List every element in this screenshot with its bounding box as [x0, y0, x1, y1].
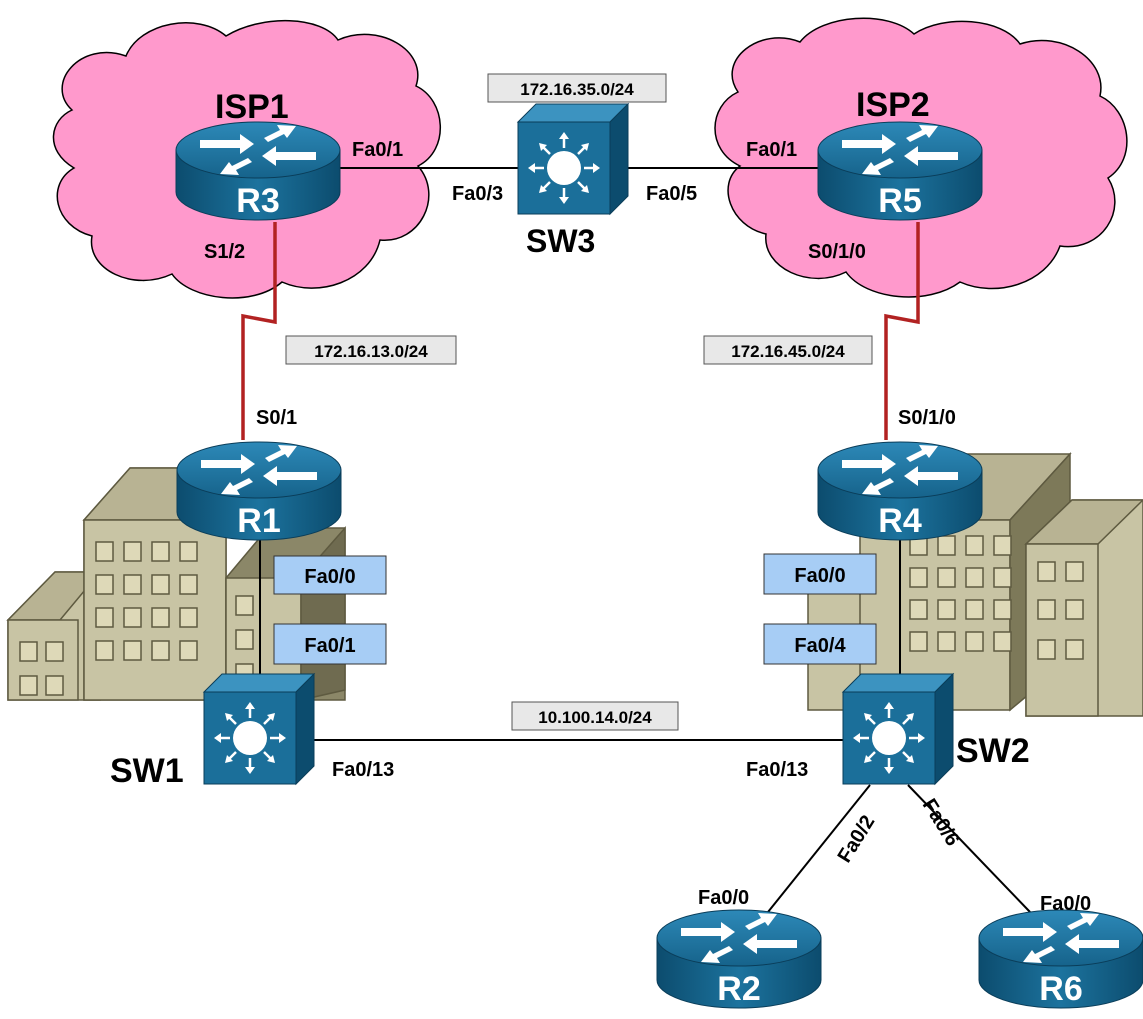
link-r5-r4 [884, 222, 920, 440]
link-sw2-r6 [907, 784, 1031, 913]
switch-sw3-label: SW3 [526, 223, 595, 259]
iface-label-r1-fa00: Fa0/0 [304, 566, 355, 588]
iface-label-r5-s010: S0/1/0 [808, 241, 866, 263]
router-r5[interactable]: R5 [818, 122, 982, 220]
subnet-box-14: 10.100.14.0/24 [511, 701, 679, 731]
isp1-label: ISP1 [215, 88, 289, 126]
isp2-label: ISP2 [856, 86, 930, 124]
subnet-label-13: 172.16.13.0/24 [314, 342, 428, 361]
iface-box-r1-fa00: Fa0/0 [273, 555, 387, 595]
switch-sw1-label: SW1 [110, 752, 184, 790]
router-r6-label: R6 [1039, 970, 1082, 1008]
building-left [6, 467, 346, 701]
iface-label-sw2-fa04: Fa0/4 [794, 635, 846, 657]
switch-sw2-label: SW2 [956, 732, 1030, 770]
iface-label-r3-fa01: Fa0/1 [352, 139, 403, 161]
router-r3[interactable]: R3 [176, 122, 340, 220]
iface-label-sw1-fa01: Fa0/1 [304, 635, 355, 657]
iface-label-sw2-fa02: Fa0/2 [834, 812, 880, 867]
iface-label-r4-s010: S0/1/0 [898, 407, 956, 429]
iface-label-r3-s12: S1/2 [204, 241, 245, 263]
iface-label-sw2-fa013: Fa0/13 [746, 759, 808, 781]
subnet-box-35: 172.16.35.0/24 [487, 73, 667, 103]
router-r4-label: R4 [878, 502, 922, 540]
iface-label-sw3-fa03: Fa0/3 [452, 183, 503, 205]
link-r3-r1 [241, 222, 277, 440]
router-r1-label: R1 [237, 502, 280, 540]
router-r6[interactable]: R6 [979, 910, 1143, 1008]
iface-label-r4-fa00: Fa0/0 [794, 565, 845, 587]
subnet-label-45: 172.16.45.0/24 [731, 342, 845, 361]
ethernet-links [259, 167, 1031, 913]
iface-label-r2-fa00: Fa0/0 [698, 887, 749, 909]
iface-box-sw2-fa04: Fa0/4 [763, 623, 877, 665]
iface-box-r4-fa00: Fa0/0 [763, 553, 877, 595]
router-r2-label: R2 [717, 970, 760, 1008]
iface-label-r5-fa01: Fa0/1 [746, 139, 797, 161]
router-r5-label: R5 [878, 182, 921, 220]
router-r3-label: R3 [236, 182, 279, 220]
link-sw2-r2 [767, 784, 871, 913]
subnet-label-14: 10.100.14.0/24 [538, 708, 652, 727]
iface-label-sw1-fa013: Fa0/13 [332, 759, 394, 781]
router-r2[interactable]: R2 [657, 910, 821, 1008]
switch-sw1[interactable]: SW1 [110, 672, 316, 790]
iface-label-r1-s01: S0/1 [256, 407, 297, 429]
iface-box-sw1-fa01: Fa0/1 [273, 623, 387, 665]
switch-sw2[interactable]: SW2 [841, 672, 1030, 786]
router-r4[interactable]: R4 [818, 442, 982, 540]
subnet-box-13: 172.16.13.0/24 [285, 335, 457, 365]
iface-label-r6-fa00: Fa0/0 [1040, 893, 1091, 915]
router-r1[interactable]: R1 [177, 442, 341, 540]
subnet-label-35: 172.16.35.0/24 [520, 80, 634, 99]
iface-label-sw2-fa06: Fa0/6 [918, 795, 964, 850]
serial-links [241, 222, 920, 440]
subnet-box-45: 172.16.45.0/24 [703, 335, 873, 365]
switch-sw3[interactable]: SW3 [516, 102, 630, 259]
iface-label-sw3-fa05: Fa0/5 [646, 183, 697, 205]
